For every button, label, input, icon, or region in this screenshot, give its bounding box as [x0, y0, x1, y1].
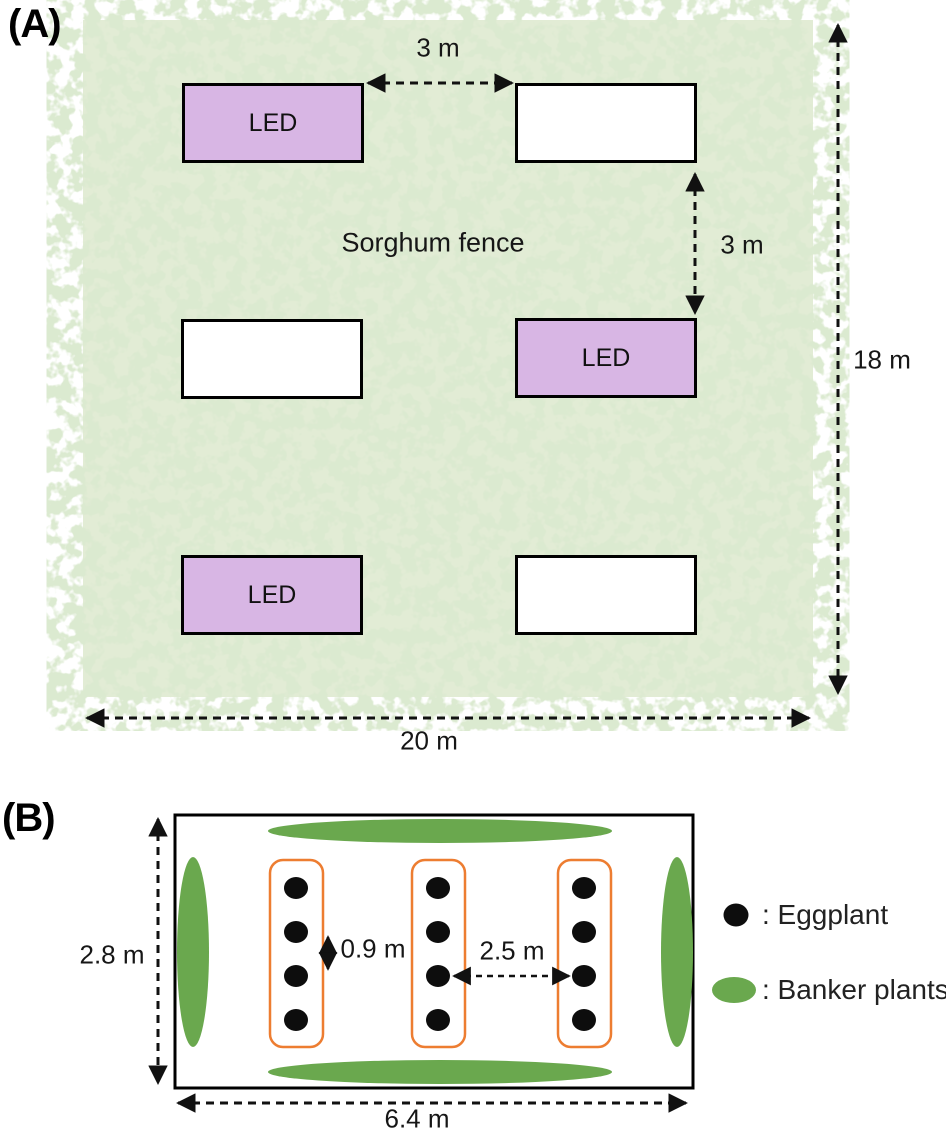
sorghum-fence-caption: Sorghum fence: [341, 227, 525, 258]
eggplant-dot: [284, 1009, 308, 1031]
legend-symbols: [712, 903, 756, 1003]
eggplant-dots: [284, 877, 596, 1031]
plot-label: LED: [247, 580, 297, 609]
eggplant-row-outline: [410, 858, 467, 1049]
legend-eggplant-label: : Eggplant: [762, 899, 889, 930]
plot-label: LED: [581, 343, 631, 372]
eggplant-dot: [572, 1009, 596, 1031]
dim-plant-spacing: 0.9 m: [340, 933, 406, 964]
eggplant-legend-icon: [723, 903, 749, 927]
plot-top-right-control: [515, 83, 697, 163]
eggplant-dot: [426, 921, 450, 943]
eggplant-dot: [426, 877, 450, 899]
dim-plot-height: 2.8 m: [79, 939, 145, 970]
dim-vertical-gap: 3 m: [720, 229, 764, 260]
plot-label: LED: [248, 108, 298, 137]
eggplant-dot: [572, 965, 596, 987]
plot-middle-right-led: LED: [515, 318, 697, 398]
banker-plant-legend-icon: [712, 977, 756, 1003]
plot-bottom-left-led: LED: [181, 555, 363, 635]
banker-plant-right: [661, 857, 693, 1047]
panel-b-label: (B): [2, 796, 56, 840]
eggplant-dot: [572, 921, 596, 943]
plot-middle-left-control: [181, 319, 363, 399]
banker-plant-left: [177, 857, 209, 1047]
eggplant-row-outlines: [268, 858, 613, 1049]
eggplant-dot: [426, 965, 450, 987]
dim-horizontal-gap: 3 m: [416, 32, 460, 63]
panel-b-plot: [173, 813, 695, 1090]
panel-a-label: (A): [8, 2, 62, 46]
dim-row-spacing: 2.5 m: [479, 935, 545, 966]
banker-plant-bottom: [268, 1060, 612, 1084]
eggplant-dot: [572, 877, 596, 899]
legend-banker-plants-label: : Banker plants: [762, 974, 946, 1005]
banker-plant-top: [268, 819, 612, 843]
plot-bottom-right-control: [515, 555, 697, 635]
eggplant-dot: [284, 965, 308, 987]
dim-plot-width: 6.4 m: [384, 1103, 450, 1130]
panel-a-arrows: [85, 23, 848, 728]
dim-field-width: 20 m: [400, 725, 458, 756]
eggplant-dot: [426, 1009, 450, 1031]
eggplant-dot: [284, 921, 308, 943]
eggplant-dot: [284, 877, 308, 899]
dim-field-height: 18 m: [853, 344, 911, 375]
eggplant-row-outline: [556, 858, 613, 1049]
plot-top-left-led: LED: [182, 83, 364, 163]
panel-b-arrows: [148, 817, 688, 1113]
